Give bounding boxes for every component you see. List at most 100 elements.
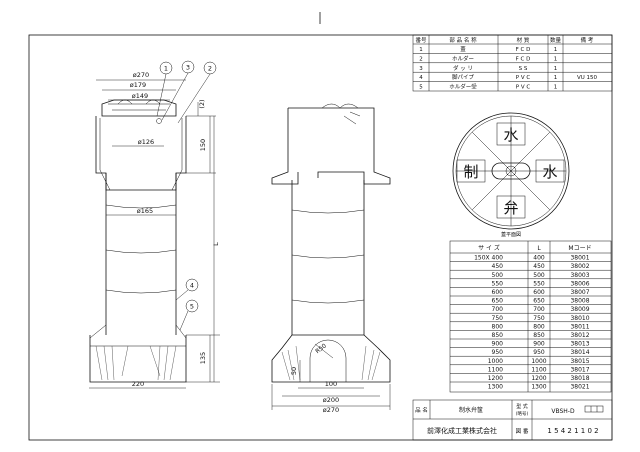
title-drawing-no-label: 図 番 [516, 428, 529, 435]
parts-table-cell: 1 [554, 47, 558, 53]
size-table-cell: 850 [492, 332, 504, 339]
size-table-cell: 600 [533, 289, 545, 296]
size-table-cell: 1100 [488, 366, 503, 373]
parts-table-cell: 1 [554, 56, 558, 62]
size-table-cell: 900 [533, 341, 545, 348]
lid-caption: 蓋平面図 [501, 231, 521, 238]
size-table-header: L [537, 245, 541, 252]
dim-label: ø200 [323, 396, 339, 404]
parts-table-cell: 2 [419, 56, 423, 62]
size-table-cell: 38018 [570, 375, 589, 382]
dim-label: ø149 [132, 92, 148, 100]
size-table-cell: 1300 [531, 384, 546, 391]
drawing-frame [28, 34, 613, 441]
size-table-cell: 38015 [570, 358, 589, 365]
parts-table-cell: 4 [419, 75, 423, 81]
size-table-cell: 950 [492, 349, 504, 356]
parts-table-header: 数量 [550, 36, 562, 44]
dim-label: ø179 [130, 81, 146, 89]
parts-table-cell: F C D [516, 47, 531, 53]
size-table-cell: 900 [492, 341, 504, 348]
size-table-cell: 700 [533, 306, 545, 313]
size-table-cell: 38009 [570, 306, 589, 313]
size-table-cell: 800 [492, 323, 504, 330]
dim-label: 220 [132, 380, 144, 388]
size-table-cell: 38001 [570, 255, 589, 262]
callout-number: 4 [190, 281, 194, 289]
size-table-cell: 38008 [570, 298, 589, 305]
size-table-cell: 1300 [488, 384, 503, 391]
dim-label: ø270 [133, 71, 149, 79]
dim-label: 150 [199, 139, 207, 151]
title-type-sub: (略号) [516, 410, 529, 417]
size-table-cell: 550 [492, 280, 504, 287]
size-table-cell: 750 [533, 315, 545, 322]
left-section-view [89, 60, 220, 389]
parts-table-cell: P V C [516, 85, 531, 91]
size-table-cell: 150X 400 [474, 255, 503, 262]
parts-table-cell: ホルダー受 [449, 83, 477, 91]
size-table-cell: 750 [492, 315, 504, 322]
dim-label: L [212, 242, 220, 246]
lid-character: 水 [542, 163, 557, 181]
parts-table-cell: F C D [516, 56, 531, 62]
size-table-cell: 450 [533, 263, 545, 270]
dim-label: 135 [199, 352, 207, 364]
size-table-cell: 38003 [570, 272, 589, 279]
parts-table-header: 部 品 名 称 [449, 36, 477, 44]
size-table-cell: 500 [492, 272, 504, 279]
size-table-cell: 38002 [570, 263, 589, 270]
size-table-cell: 1000 [531, 358, 546, 365]
size-table-cell: 650 [492, 298, 504, 305]
title-type-label: 型 式 [516, 403, 528, 410]
parts-table-cell: 1 [554, 66, 558, 72]
callout-number: 5 [190, 302, 194, 310]
size-table-cell: 38012 [570, 332, 589, 339]
parts-table-cell: 蓋 [460, 45, 466, 53]
size-table-cell: 700 [492, 306, 504, 313]
parts-table-cell: ホルダー [452, 54, 474, 62]
size-table-cell: 500 [533, 272, 545, 279]
parts-table-cell: ダ ッ リ [453, 64, 473, 72]
title-name-value: 制水弁筺 [459, 406, 483, 414]
callout-number: 3 [186, 63, 190, 71]
size-table-cell: 1200 [531, 375, 546, 382]
parts-table-cell: P V C [516, 75, 531, 81]
dim-label: 50 [290, 367, 298, 375]
size-table-cell: 600 [492, 289, 504, 296]
callout-number: 1 [164, 64, 168, 72]
parts-table-cell: 3 [419, 66, 423, 72]
parts-table-cell: 5 [419, 85, 423, 91]
title-type-value: VBSH-D [551, 408, 575, 415]
callout-number: 2 [208, 64, 212, 72]
lid-character: 制 [463, 163, 478, 181]
parts-table-cell: S S [519, 66, 528, 72]
size-table-cell: 38013 [570, 341, 589, 348]
lid-character: 弁 [503, 199, 518, 217]
dim-label: ø165 [137, 207, 153, 215]
title-company: 前澤化成工業株式会社 [427, 426, 497, 435]
size-table-cell: 38007 [570, 289, 589, 296]
lid-character: 水 [503, 126, 518, 144]
dim-label: ø270 [323, 406, 339, 414]
parts-table-header: 番号 [415, 37, 427, 44]
parts-table-header: 備 考 [581, 36, 594, 44]
parts-table: 番号 部 品 名 称 材 質 数量 備 考 1 蓋 F C D 1 2 ホルダー F C D 1 3 ダ ッ… [412, 34, 613, 92]
parts-table-cell: 1 [554, 85, 558, 91]
size-table-cell: 38014 [570, 349, 589, 356]
size-table-cell: 38021 [570, 384, 589, 391]
size-table-cell: 800 [533, 323, 545, 330]
parts-table-header: 材 質 [517, 36, 530, 44]
title-name-label: 品 名 [415, 406, 428, 414]
size-table-header: Mコード [568, 245, 591, 252]
size-table-cell: 38011 [570, 323, 589, 330]
size-table-cell: 850 [533, 332, 545, 339]
size-table-cell: 38010 [570, 315, 589, 322]
size-table-cell: 1100 [531, 366, 546, 373]
right-elevation-view [271, 103, 391, 410]
size-table-cell: 38017 [570, 366, 589, 373]
size-table-cell: 400 [533, 255, 545, 262]
parts-table-cell: VU 150 [577, 75, 598, 81]
